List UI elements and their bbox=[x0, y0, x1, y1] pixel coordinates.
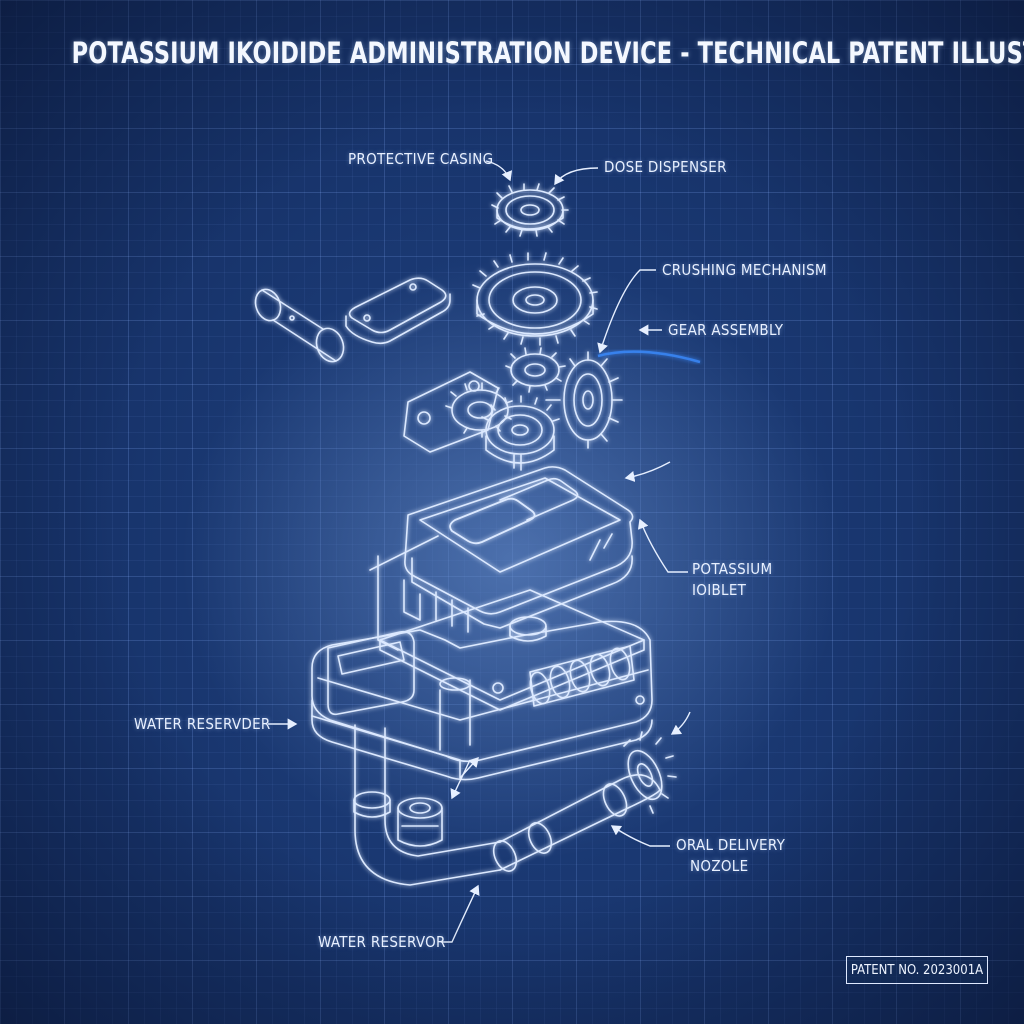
label-potassium-line2: IOIBLET bbox=[692, 581, 747, 599]
diagram-title: POTASSIUM IKOIDIDE ADMINISTRATION DEVICE… bbox=[71, 36, 1024, 70]
label-oral-delivery-line2: NOZOLE bbox=[690, 857, 749, 875]
patent-number-stamp: PATENT NO. 2023001A bbox=[846, 956, 988, 984]
label-gear-assembly: GEAR ASSEMBLY bbox=[668, 321, 784, 339]
label-protective-casing: PROTECTIVE CASING bbox=[348, 150, 494, 168]
label-dose-dispenser: DOSE DISPENSER bbox=[604, 158, 727, 176]
label-water-reservoir-upper: WATER RESERVDER bbox=[134, 715, 271, 733]
dose-dispenser-gear bbox=[491, 183, 569, 237]
label-oral-delivery-line1: ORAL DELIVERY bbox=[676, 836, 786, 854]
label-potassium-line1: POTASSIUM bbox=[692, 560, 773, 578]
label-crushing-mechanism: CRUSHING MECHANISM bbox=[662, 261, 827, 279]
label-water-reservoir-lower: WATER RESERVOR bbox=[318, 933, 446, 951]
